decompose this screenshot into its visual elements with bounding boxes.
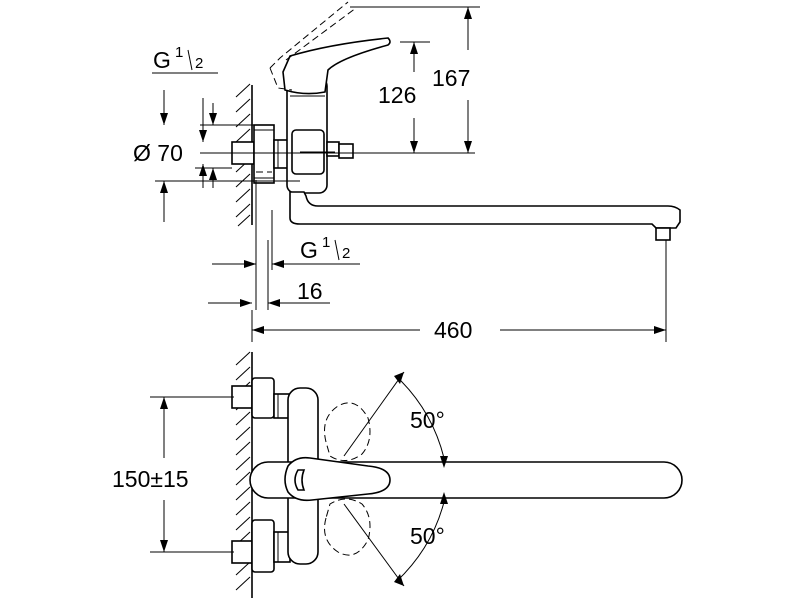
labels: G 1 2 Ø 70 126 167 G 1 2 16 460 150±15 5… xyxy=(112,44,472,549)
label-thread-bottom-den: 2 xyxy=(342,245,350,262)
dim-heights xyxy=(350,6,480,153)
label-angle-bottom: 50° xyxy=(410,523,445,549)
label-length-460: 460 xyxy=(434,317,472,343)
dim-thread-top xyxy=(152,72,254,188)
top-lever-knob xyxy=(294,469,306,491)
side-lever xyxy=(282,37,391,95)
side-view xyxy=(152,1,681,342)
top-lever xyxy=(284,456,391,502)
dim-diameter xyxy=(155,90,300,222)
dim-thread-bottom xyxy=(208,180,360,310)
dim-spacing xyxy=(150,396,234,553)
label-thread-top-num: 1 xyxy=(175,44,183,61)
angle-indicator-bottom xyxy=(343,492,448,587)
top-lever-swivel-up xyxy=(324,402,371,461)
label-thread-top-slash xyxy=(187,49,193,71)
side-aerator xyxy=(655,227,671,241)
label-thread-bottom-num: 1 xyxy=(322,234,330,251)
label-height-167: 167 xyxy=(432,65,470,91)
label-spacing: 150±15 xyxy=(112,466,189,492)
side-lever-raised-outline xyxy=(269,1,357,91)
label-diameter: Ø 70 xyxy=(133,140,183,166)
label-angle-top: 50° xyxy=(410,407,445,433)
label-thread-bottom-slash xyxy=(334,239,340,261)
label-thread-bottom: G xyxy=(300,237,318,263)
label-height-126: 126 xyxy=(378,82,416,108)
side-spout xyxy=(289,191,681,229)
side-connection xyxy=(231,124,295,184)
angle-indicator-top xyxy=(343,371,448,468)
side-mixer-body xyxy=(286,77,354,194)
top-lever-swivel-down xyxy=(324,498,371,556)
top-connection-lower xyxy=(231,519,291,573)
label-depth-16: 16 xyxy=(297,278,323,304)
top-connection-upper xyxy=(231,377,291,419)
label-thread-top-den: 2 xyxy=(195,55,203,72)
dim-length xyxy=(251,240,667,342)
top-view xyxy=(150,351,683,598)
label-thread-top: G xyxy=(153,47,171,73)
